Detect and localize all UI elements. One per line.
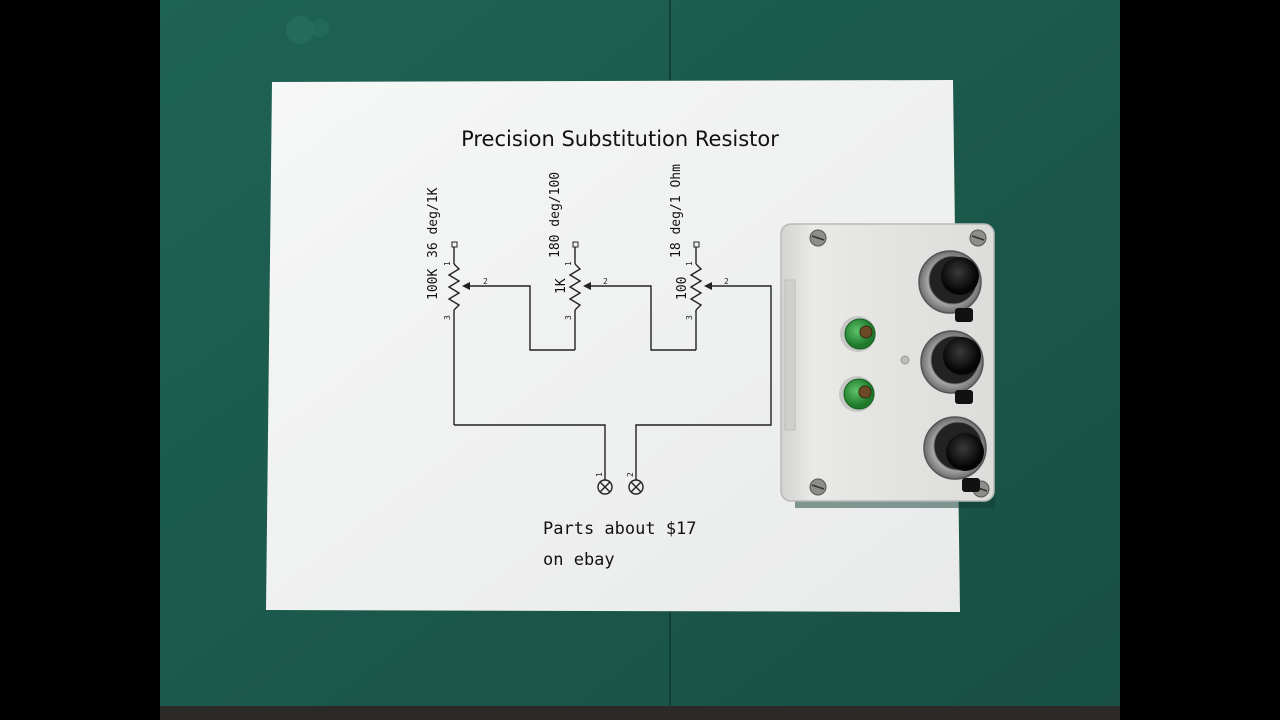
screw-icon (969, 229, 987, 247)
binding-post-icon (839, 376, 875, 412)
pot-3-pin-3: 3 (685, 315, 694, 320)
pot-3-pin-2: 2 (724, 277, 729, 286)
pot-3-pin-1: 1 (685, 261, 694, 266)
pot-2-pin-3: 3 (564, 315, 573, 320)
terminal-2-label: 2 (626, 472, 635, 477)
screw-icon (809, 229, 827, 247)
potentiometer-1: 100K 36 deg/1K 1 2 3 (426, 187, 488, 425)
potentiometer-3: 100 18 deg/1 Ohm 1 2 3 (669, 164, 729, 350)
parts-note-line-2: on ebay (543, 550, 615, 570)
pot-2-value: 1K (554, 278, 569, 294)
pot-2-note: 180 deg/100 (548, 172, 563, 258)
schematic-drawing: Precision Substitution Resistor 100K 36 … (426, 127, 779, 570)
pot-2-pin-1: 1 (564, 261, 573, 266)
pot-1-pin-2: 2 (483, 277, 488, 286)
potentiometer-2: 1K 180 deg/100 1 2 3 (548, 172, 608, 350)
resistor-enclosure (780, 223, 995, 508)
terminal-1-label: 1 (595, 472, 604, 477)
pot-3-value: 100 (675, 277, 690, 300)
pot-2-pin-2: 2 (603, 277, 608, 286)
pot-1-pin-1: 1 (443, 261, 452, 266)
screw-icon (809, 478, 827, 496)
dial-knob-icon (920, 330, 984, 404)
schematic-title: Precision Substitution Resistor (461, 127, 779, 151)
pot-1-pin-3: 3 (443, 315, 452, 320)
schematic-wires (454, 285, 772, 480)
pot-1-value: 100K (426, 269, 441, 300)
pot-1-note: 36 deg/1K (426, 187, 441, 258)
parts-note-line-1: Parts about $17 (543, 519, 697, 539)
terminal-1: 1 (595, 472, 613, 495)
binding-post-icon (840, 316, 876, 352)
dial-knob-icon (923, 416, 987, 492)
pot-3-note: 18 deg/1 Ohm (669, 164, 684, 258)
dial-knob-icon (918, 250, 982, 322)
terminal-2: 2 (626, 472, 644, 495)
